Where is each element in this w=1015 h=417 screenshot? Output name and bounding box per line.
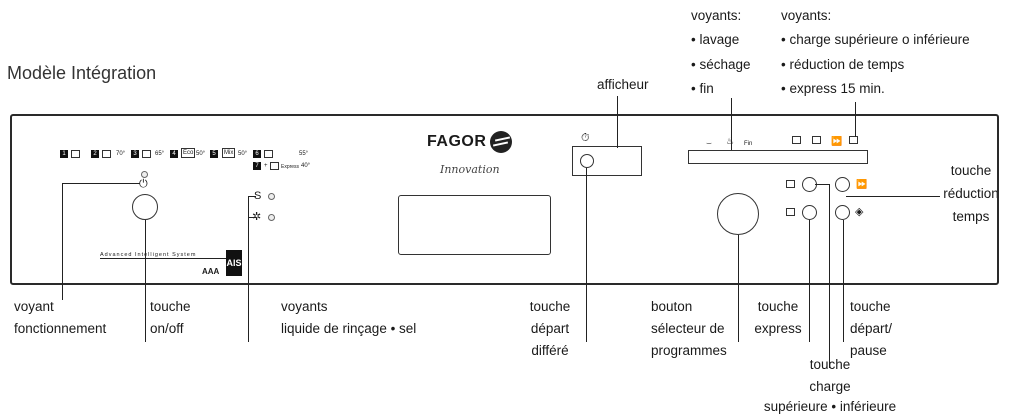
page-title: Modèle Intégration: [7, 63, 157, 83]
express-label: touche: [757, 299, 799, 314]
express-label: express: [754, 321, 802, 336]
brand-tagline: Innovation: [440, 163, 500, 176]
program-number: 6: [253, 150, 261, 158]
time-reduction-button[interactable]: [835, 177, 850, 192]
charge-label: charge: [809, 379, 851, 394]
program-number: 7: [253, 162, 261, 170]
voyant-fonctionnement-label: fonctionnement: [14, 321, 107, 336]
afficheur-label: afficheur: [597, 77, 649, 92]
voyants-cycle-item: • séchage: [691, 57, 751, 72]
control-panel: [10, 114, 999, 285]
brand-logo: FAGOR: [427, 133, 487, 150]
rinse-aid-icon: ✲: [252, 211, 262, 223]
aaa-rating: AAA: [202, 267, 220, 276]
status-indicator-strip: [688, 150, 868, 164]
selector-label: sélecteur de: [651, 321, 725, 336]
program-selector-knob[interactable]: [717, 193, 759, 235]
rinse-aid-led: [268, 214, 275, 221]
program-temp: 70°: [116, 151, 126, 157]
reduction-label-line: réduction: [943, 186, 999, 201]
rinse-salt-label: voyants: [281, 299, 328, 314]
program-temp: 50°: [196, 151, 206, 157]
start-pause-button[interactable]: [835, 205, 850, 220]
half-load-upper-icon: [792, 136, 801, 144]
program-number: 5: [210, 150, 218, 158]
onoff-label: on/off: [150, 321, 184, 336]
brand-logo-mark: [490, 131, 512, 153]
voyant-fonctionnement-label: voyant: [14, 299, 54, 314]
start-pause-icon: ◈: [855, 206, 864, 218]
voyants-options-title: voyants:: [781, 8, 832, 23]
clock-icon: ⏱: [581, 132, 590, 144]
on-off-button[interactable]: [132, 194, 158, 220]
end-label: Fin: [744, 141, 753, 147]
prewash-icon: [71, 150, 80, 158]
salt-led: [268, 193, 275, 200]
normal-icon: [142, 150, 151, 158]
onoff-label: touche: [150, 299, 191, 314]
express-plus-icon: +: [264, 163, 268, 169]
ais-logo: AIS: [226, 250, 242, 276]
drying-icon: ♨: [726, 135, 734, 147]
reduction-label-line: touche: [950, 163, 992, 178]
fast-forward-icon: ⏩: [856, 179, 868, 189]
delayed-start-label: différé: [531, 343, 569, 358]
charge-label: supérieure • inférieure: [763, 399, 897, 414]
reduction-label-line: temps: [952, 209, 990, 224]
express-small-label: Express: [281, 164, 300, 170]
ais-label: Advanced Intelligent System: [100, 252, 197, 258]
half-load-lower-icon: [812, 136, 821, 144]
start-pause-label: touche: [850, 299, 891, 314]
program-number: 2: [91, 150, 99, 158]
start-pause-label: pause: [850, 343, 887, 358]
delayed-start-button[interactable]: [580, 154, 594, 168]
program-code: Mix: [222, 148, 236, 158]
delayed-start-label: touche: [529, 299, 571, 314]
intensive-icon: [102, 150, 111, 158]
program-temp: 65°: [155, 151, 165, 157]
program-number: 1: [60, 150, 68, 158]
express-button[interactable]: [802, 205, 817, 220]
voyants-cycle-item: • lavage: [691, 32, 740, 47]
voyants-cycle-title: voyants:: [691, 8, 742, 23]
voyants-cycle-item: • fin: [691, 81, 714, 96]
express-icon: [786, 208, 795, 216]
selector-label: bouton: [651, 299, 693, 314]
express-status-icon: [849, 136, 858, 144]
program-code: Eco: [181, 148, 196, 158]
half-load-icon: [786, 180, 795, 188]
operation-led: [141, 171, 148, 178]
program-number: 3: [131, 150, 139, 158]
express-icon: [270, 162, 279, 170]
program-temp: 55°: [299, 151, 309, 157]
voyants-options-item: • express 15 min.: [781, 81, 885, 96]
power-icon: ⏻: [139, 178, 148, 190]
program-temp: 50°: [238, 151, 248, 157]
voyants-options-item: • réduction de temps: [781, 57, 905, 72]
time-reduction-icon: ⏩: [831, 136, 843, 146]
selector-label: programmes: [651, 343, 727, 358]
quick-icon: [264, 150, 273, 158]
rinse-salt-label: liquide de rinçage • sel: [281, 321, 417, 336]
voyants-options-item: • charge supérieure o inférieure: [781, 32, 970, 47]
program-window: [398, 195, 551, 255]
wash-icon: ⌣: [706, 138, 712, 148]
delayed-start-label: départ: [530, 321, 570, 336]
program-number: 4: [170, 150, 178, 158]
start-pause-label: départ/: [850, 321, 893, 336]
charge-label: touche: [809, 357, 851, 372]
program-temp: 40°: [301, 163, 311, 169]
salt-icon: S: [254, 190, 262, 202]
